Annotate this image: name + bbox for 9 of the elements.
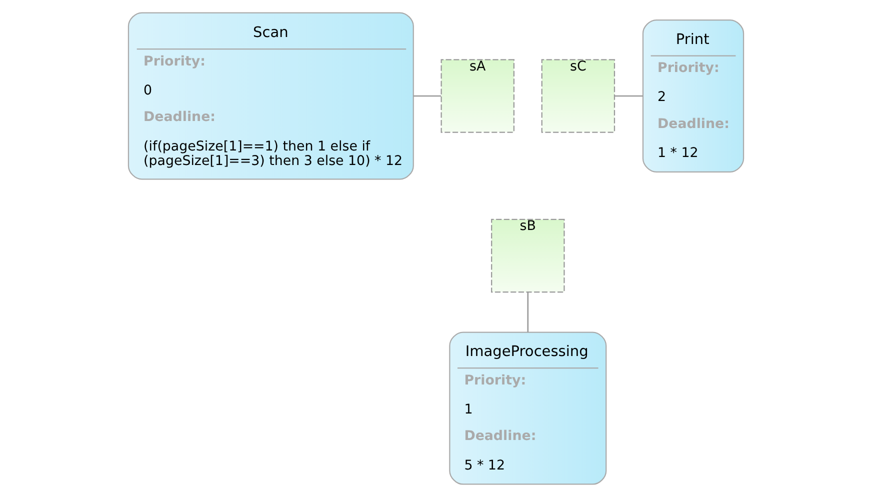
connector [614, 95, 643, 97]
connector [527, 292, 529, 332]
node-box: Print Priority: 2 Deadline: 1 * 12 [642, 19, 744, 173]
node-box: sC [541, 59, 616, 133]
node-box: sA [440, 59, 514, 133]
node-box: ImageProcessing Priority: 1 Deadline: 5 * 12 [449, 332, 607, 485]
connector [413, 95, 441, 97]
node-box: sB [491, 218, 565, 293]
node-box: Scan Priority: 0 Deadline: (if(pageSize[1]==1) then 1 else if (pageSize[1]==3) then 3 else 10) * 12 [128, 12, 414, 180]
